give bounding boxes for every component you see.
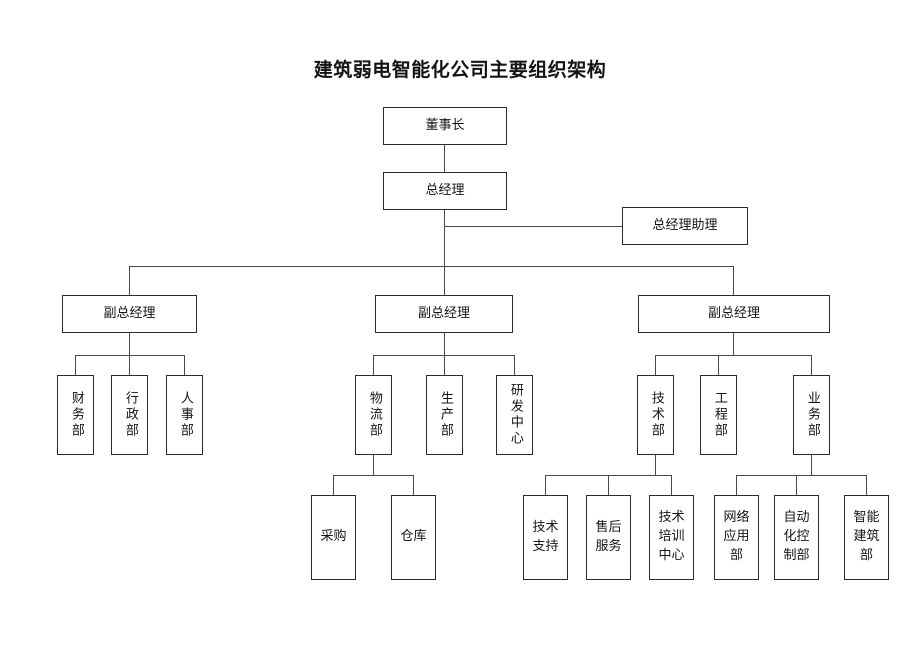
page-title: 建筑弱电智能化公司主要组织架构 bbox=[313, 59, 607, 81]
node-business-dept[interactable]: 业务部 bbox=[793, 375, 830, 455]
connector-to-rd bbox=[514, 355, 516, 375]
node-logistics-dept-label: 物流部 bbox=[366, 391, 382, 439]
node-finance-dept-label: 财务部 bbox=[68, 391, 84, 439]
connector-to-training-center bbox=[671, 475, 673, 495]
node-hr-dept-label: 人事部 bbox=[177, 391, 193, 439]
connector-deputy-left-stem bbox=[129, 333, 131, 355]
connector-to-production bbox=[444, 355, 446, 375]
node-rd-center[interactable]: 研发中心 bbox=[496, 375, 533, 455]
node-tech-support[interactable]: 技术支持 bbox=[523, 495, 568, 580]
node-after-sales-label: 售后服务 bbox=[595, 519, 622, 554]
connector-deputy-bus bbox=[129, 266, 734, 268]
node-network-app-dept[interactable]: 网络应用部 bbox=[714, 495, 759, 580]
connector-right-group-bus bbox=[655, 355, 812, 357]
node-tech-dept-label: 技术部 bbox=[648, 391, 664, 439]
connector-business-stem bbox=[811, 455, 813, 475]
node-warehouse[interactable]: 仓库 bbox=[391, 495, 436, 580]
node-admin-dept[interactable]: 行政部 bbox=[111, 375, 148, 455]
node-production-dept[interactable]: 生产部 bbox=[426, 375, 463, 455]
node-gm-assistant-label: 总经理助理 bbox=[652, 217, 718, 233]
connector-to-finance bbox=[75, 355, 77, 375]
node-finance-dept[interactable]: 财务部 bbox=[57, 375, 94, 455]
connector-tech-stem bbox=[655, 455, 657, 475]
node-deputy-gm-mid[interactable]: 副总经理 bbox=[375, 295, 513, 333]
connector-bus-down-right bbox=[733, 266, 735, 295]
node-gm-assistant[interactable]: 总经理助理 bbox=[622, 207, 748, 245]
connector-to-hr bbox=[184, 355, 186, 375]
connector-to-network-app bbox=[736, 475, 738, 495]
connector-to-automation bbox=[796, 475, 798, 495]
connector-to-engineering bbox=[718, 355, 720, 375]
node-automation-control-dept-label: 自动化控制部 bbox=[783, 510, 810, 563]
node-purchasing[interactable]: 采购 bbox=[311, 495, 356, 580]
node-training-center-label: 技术培训中心 bbox=[658, 510, 685, 563]
connector-logistics-bus bbox=[333, 475, 414, 477]
node-tech-dept[interactable]: 技术部 bbox=[637, 375, 674, 455]
node-deputy-gm-left-label: 副总经理 bbox=[103, 305, 156, 321]
connector-chairman-to-gm bbox=[444, 145, 446, 172]
node-general-manager-label: 总经理 bbox=[425, 182, 465, 198]
connector-to-tech bbox=[655, 355, 657, 375]
node-deputy-gm-right[interactable]: 副总经理 bbox=[638, 295, 830, 333]
connector-gm-to-assistant bbox=[444, 226, 622, 228]
node-smart-building-dept[interactable]: 智能建筑部 bbox=[844, 495, 889, 580]
node-rd-center-label: 研发中心 bbox=[507, 383, 523, 447]
connector-gm-stem bbox=[444, 210, 446, 295]
node-purchasing-label: 采购 bbox=[320, 529, 347, 545]
connector-deputy-right-stem bbox=[733, 333, 735, 355]
connector-deputy-mid-stem bbox=[444, 333, 446, 355]
node-deputy-gm-left[interactable]: 副总经理 bbox=[62, 295, 197, 333]
node-warehouse-label: 仓库 bbox=[400, 529, 427, 545]
node-automation-control-dept[interactable]: 自动化控制部 bbox=[774, 495, 819, 580]
connector-to-smart-building bbox=[866, 475, 868, 495]
connector-to-business bbox=[811, 355, 813, 375]
node-tech-support-label: 技术支持 bbox=[532, 519, 559, 554]
node-after-sales[interactable]: 售后服务 bbox=[586, 495, 631, 580]
node-chairman-label: 董事长 bbox=[425, 117, 465, 133]
connector-to-after-sales bbox=[608, 475, 610, 495]
connector-business-bus bbox=[736, 475, 867, 477]
node-deputy-gm-right-label: 副总经理 bbox=[707, 305, 760, 321]
node-general-manager[interactable]: 总经理 bbox=[383, 172, 507, 210]
node-admin-dept-label: 行政部 bbox=[122, 391, 138, 439]
node-chairman[interactable]: 董事长 bbox=[383, 107, 507, 145]
connector-to-logistics bbox=[373, 355, 375, 375]
node-engineering-dept-label: 工程部 bbox=[711, 391, 727, 439]
node-logistics-dept[interactable]: 物流部 bbox=[355, 375, 392, 455]
node-training-center[interactable]: 技术培训中心 bbox=[649, 495, 694, 580]
node-smart-building-dept-label: 智能建筑部 bbox=[853, 510, 880, 563]
node-hr-dept[interactable]: 人事部 bbox=[166, 375, 203, 455]
node-network-app-dept-label: 网络应用部 bbox=[723, 510, 750, 563]
node-engineering-dept[interactable]: 工程部 bbox=[700, 375, 737, 455]
node-business-dept-label: 业务部 bbox=[804, 391, 820, 439]
connector-to-warehouse bbox=[413, 475, 415, 495]
connector-logistics-stem bbox=[373, 455, 375, 475]
node-production-dept-label: 生产部 bbox=[437, 391, 453, 439]
connector-to-admin bbox=[129, 355, 131, 375]
node-deputy-gm-mid-label: 副总经理 bbox=[417, 305, 470, 321]
connector-to-purchasing bbox=[333, 475, 335, 495]
connector-bus-down-left bbox=[129, 266, 131, 295]
connector-to-tech-support bbox=[545, 475, 547, 495]
